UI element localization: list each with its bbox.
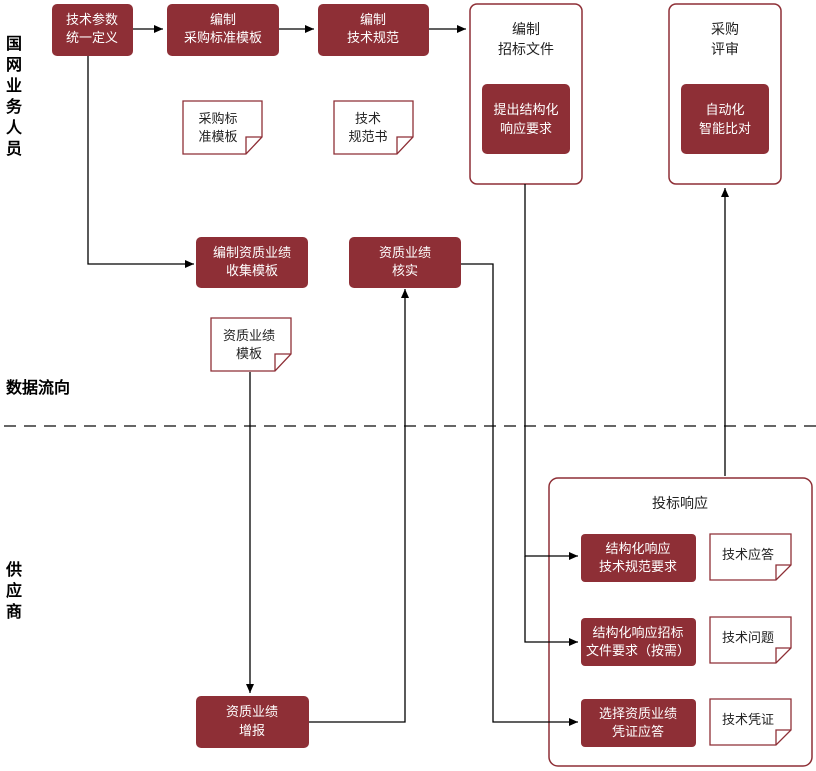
svg-text:技术凭证: 技术凭证 (722, 713, 774, 728)
svg-text:智能比对: 智能比对 (699, 122, 751, 137)
svg-text:国: 国 (6, 34, 22, 53)
svg-text:文件要求（按需）: 文件要求（按需） (586, 644, 690, 659)
tender-doc-title-line2: 招标文件 (498, 42, 554, 58)
arrow-submit-to-verify (309, 289, 409, 723)
node-compile-template: 编制 采购标准模板 (167, 4, 279, 56)
svg-text:统一定义: 统一定义 (66, 31, 118, 46)
node-auto-compare: 自动化 智能比对 (681, 84, 769, 154)
svg-text:增报: 增报 (239, 724, 265, 739)
svg-text:响应要求: 响应要求 (500, 121, 552, 137)
svg-text:人: 人 (6, 118, 23, 137)
svg-text:技术应答: 技术应答 (722, 547, 774, 563)
node-qual-submit: 资质业绩 增报 (196, 696, 309, 748)
arrow-tender-to-spec-response (524, 184, 578, 560)
doc-spec-book: 技术 规范书 (333, 100, 414, 155)
svg-text:网: 网 (6, 55, 22, 74)
svg-text:业: 业 (6, 76, 22, 95)
svg-text:资质业绩: 资质业绩 (226, 705, 278, 720)
svg-text:技术问题: 技术问题 (722, 631, 774, 646)
review-title-line2: 评审 (711, 42, 739, 58)
svg-text:员: 员 (6, 139, 22, 158)
svg-text:编制: 编制 (210, 13, 236, 28)
svg-text:编制资质业绩: 编制资质业绩 (213, 246, 291, 261)
svg-text:供: 供 (5, 560, 22, 579)
arrow-verify-to-voucher (461, 263, 578, 726)
node-response-qual: 选择资质业绩 凭证应答 (581, 699, 696, 747)
review-title-line1: 采购 (711, 22, 739, 38)
svg-text:自动化: 自动化 (705, 103, 744, 118)
svg-text:提出结构化: 提出结构化 (493, 102, 558, 118)
svg-text:务: 务 (6, 97, 23, 116)
svg-text:选择资质业绩: 选择资质业绩 (599, 707, 677, 722)
doc-tech-issue: 技术问题 (709, 616, 792, 664)
svg-text:技术: 技术 (355, 112, 381, 127)
tender-doc-frame (469, 3, 583, 185)
arrow-param-to-qual-template (87, 56, 194, 268)
svg-text:技术规范要求: 技术规范要求 (599, 560, 677, 575)
svg-text:资质业绩: 资质业绩 (379, 246, 431, 261)
svg-text:资质业绩: 资质业绩 (223, 329, 275, 344)
svg-text:应: 应 (6, 581, 22, 600)
connectors (87, 25, 729, 726)
svg-text:结构化响应: 结构化响应 (605, 541, 670, 557)
node-tech-param: 技术参数 统一定义 (52, 4, 133, 56)
svg-text:技术参数: 技术参数 (66, 12, 118, 28)
svg-text:规范书: 规范书 (348, 130, 387, 145)
svg-text:结构化响应招标: 结构化响应招标 (592, 625, 683, 641)
svg-text:采购标准模板: 采购标准模板 (184, 30, 262, 46)
bid-response-title: 投标响应 (652, 495, 708, 512)
svg-text:凭证应答: 凭证应答 (612, 724, 664, 740)
svg-text:核实: 核实 (392, 264, 418, 279)
doc-tech-voucher: 技术凭证 (709, 698, 792, 746)
svg-text:收集模板: 收集模板 (226, 263, 278, 279)
node-response-spec: 结构化响应 技术规范要求 (581, 534, 696, 582)
svg-text:技术规范: 技术规范 (347, 31, 399, 46)
doc-qual-template: 资质业绩 模板 (210, 317, 292, 372)
arrow-tender-to-tender-response (524, 556, 578, 646)
svg-text:模板: 模板 (236, 347, 262, 362)
svg-text:编制: 编制 (360, 13, 386, 28)
tender-doc-title-line1: 编制 (512, 22, 540, 38)
review-frame (668, 3, 782, 185)
lane-label-staff: 国 网 业 务 人 员 (6, 34, 23, 158)
node-response-tender: 结构化响应招标 文件要求（按需） (581, 618, 696, 666)
node-qual-template-compile: 编制资质业绩 收集模板 (196, 237, 308, 288)
lane-label-supplier: 供 应 商 (5, 560, 22, 621)
svg-text:准模板: 准模板 (198, 130, 237, 145)
node-qual-verify: 资质业绩 核实 (349, 237, 461, 288)
bid-response-frame (548, 477, 813, 767)
doc-tech-answer: 技术应答 (709, 533, 792, 581)
doc-standard-template: 采购标 准模板 (182, 100, 263, 155)
node-compile-spec: 编制 技术规范 (318, 4, 429, 56)
svg-text:采购标: 采购标 (198, 111, 237, 127)
lane-label-dataflow: 数据流向 (6, 378, 70, 397)
svg-text:商: 商 (6, 602, 22, 621)
node-structured-requirement: 提出结构化 响应要求 (482, 84, 570, 154)
